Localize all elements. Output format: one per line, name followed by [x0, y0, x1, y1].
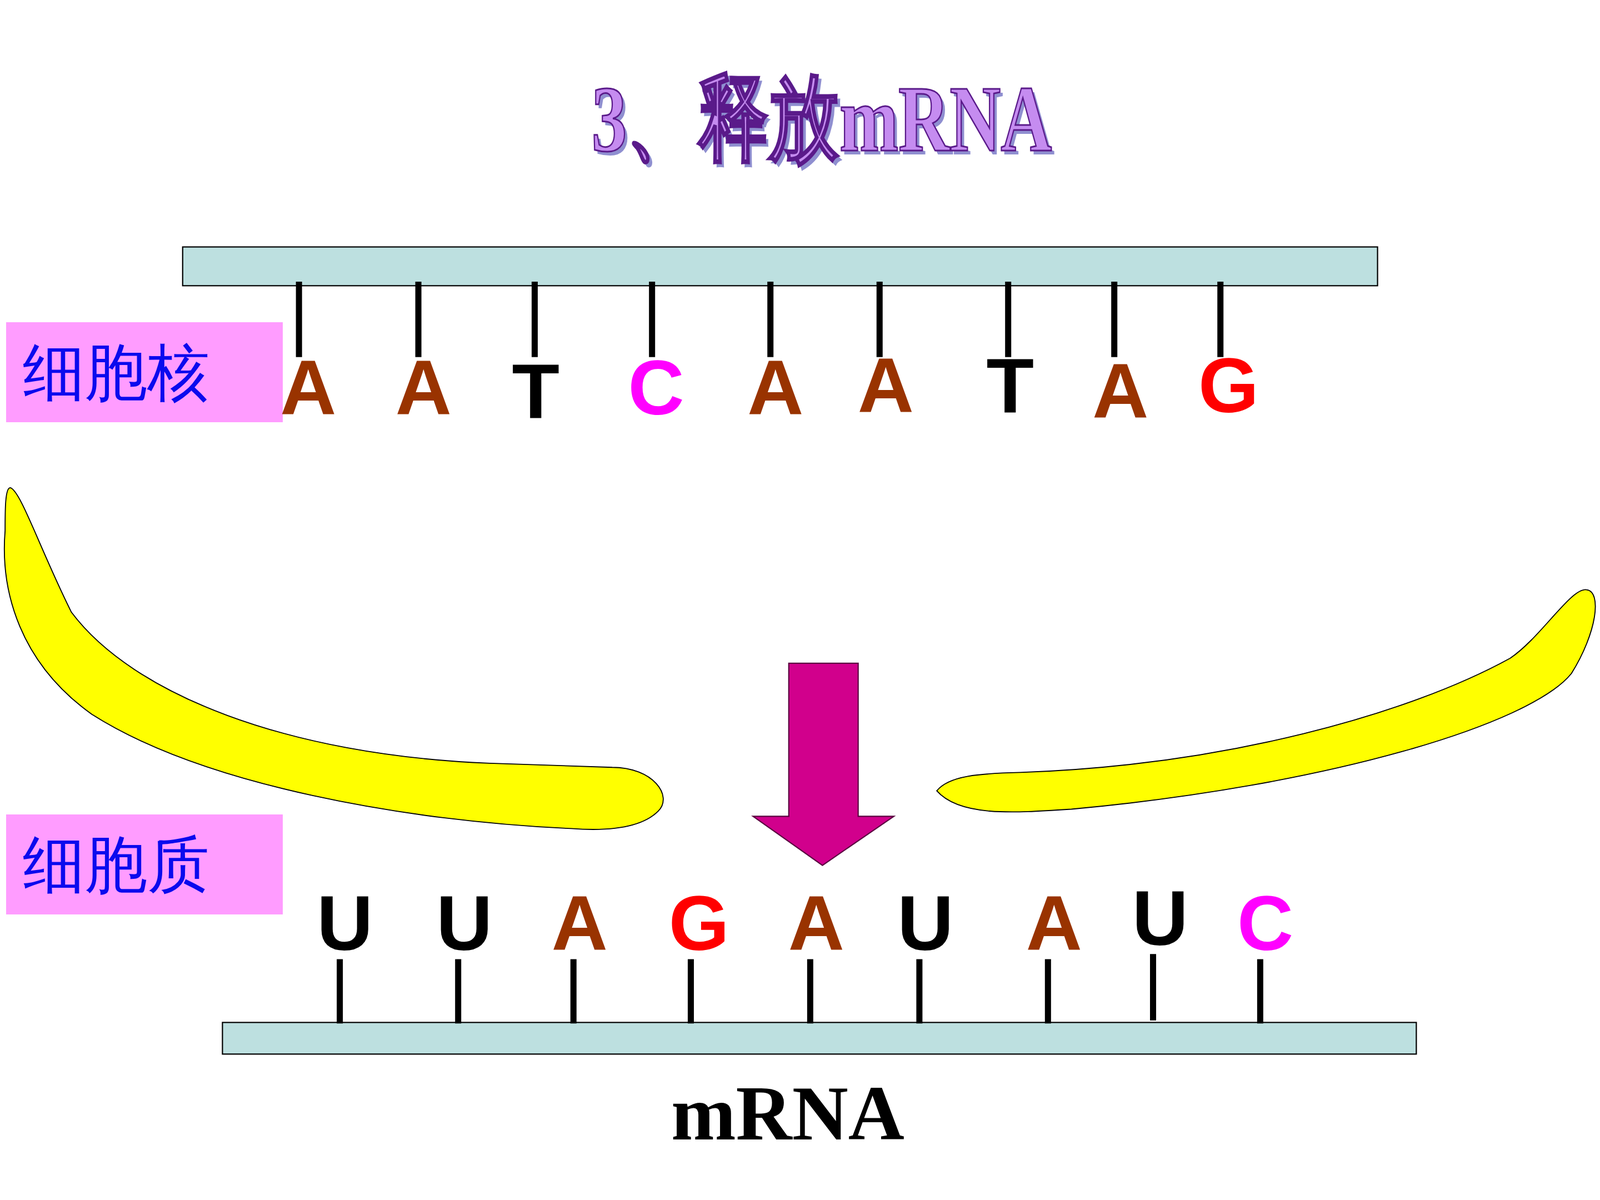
region-label-box: 细胞核	[6, 322, 283, 423]
region-label: 细胞质	[22, 833, 210, 896]
base-letter: A	[395, 348, 452, 427]
base-letter: U	[436, 884, 493, 963]
base-letter: T	[986, 346, 1035, 425]
base-letter: A	[747, 348, 804, 427]
base-letter: U	[1132, 879, 1189, 958]
mrna-sticks	[340, 953, 1261, 1024]
base-letter: U	[897, 884, 954, 963]
base-letter: A	[551, 884, 608, 963]
base-letter: A	[1026, 884, 1083, 963]
base-letter: T	[512, 352, 560, 430]
base-letter: A	[788, 884, 845, 963]
base-letter: C	[627, 348, 684, 427]
strand-label: mRNA	[671, 1074, 905, 1153]
region-label: 细胞核	[22, 341, 210, 404]
title: 3、释放mRNA	[591, 71, 1052, 167]
base-letter: A	[1092, 352, 1149, 430]
base-letter: G	[668, 884, 730, 963]
region-label-box: 细胞质	[6, 814, 283, 915]
down-arrow	[753, 663, 894, 866]
base-letter: G	[1198, 346, 1259, 425]
dna-sticks	[298, 281, 1221, 358]
nuclear-membrane	[936, 589, 1595, 812]
dna-strand	[182, 246, 1378, 286]
mrna-strand	[222, 1022, 1417, 1054]
nuclear-membrane	[4, 487, 664, 830]
base-letter: A	[280, 348, 337, 427]
base-letter: A	[857, 346, 914, 425]
base-letter: C	[1237, 884, 1294, 963]
base-letter: U	[316, 884, 373, 963]
